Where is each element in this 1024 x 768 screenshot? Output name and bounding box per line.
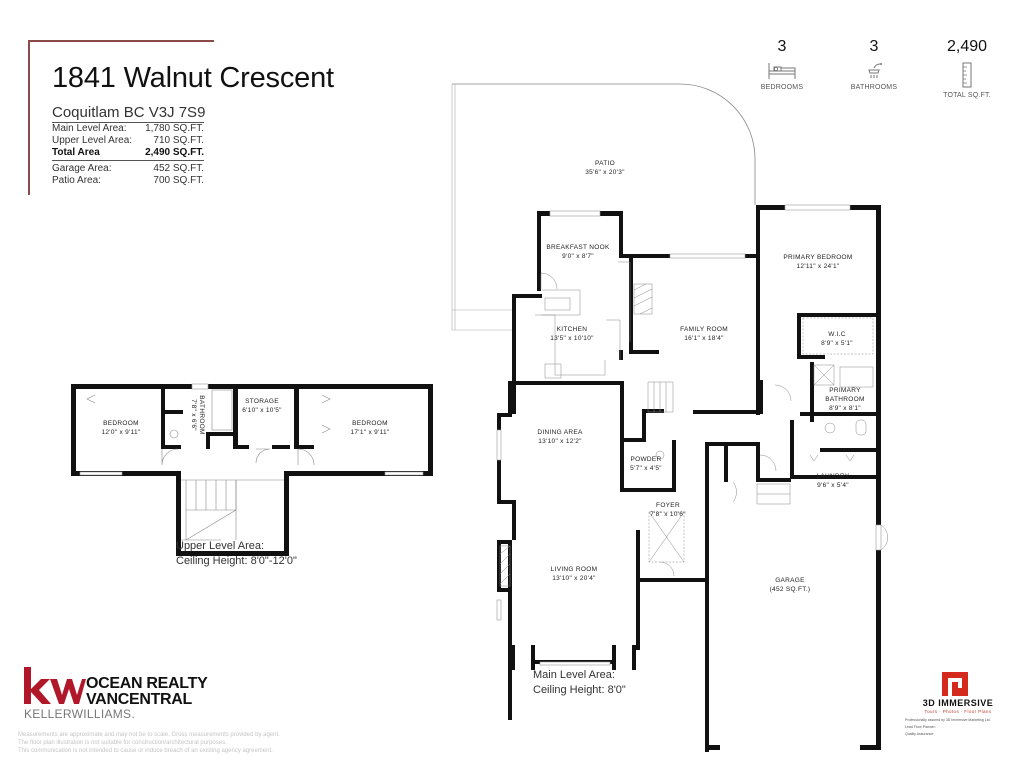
area-value: 710 SQ.FT.	[153, 135, 204, 146]
room-label-patio: PATIO	[595, 160, 615, 167]
immersive-quality-assurance: Quality Assurance:	[905, 732, 935, 736]
area-value: 700 SQ.FT.	[153, 175, 204, 186]
area-row-patio: Patio Area: 700 SQ.FT.	[52, 175, 204, 187]
property-address: 1841 Walnut Crescent	[52, 62, 334, 94]
room-size-wic: 8'9" x 5'1"	[821, 340, 853, 347]
stat-bathrooms: 3 BATHROOMS	[829, 38, 919, 91]
stat-total-sqft: 2,490 TOTAL SQ.FT.	[922, 38, 1012, 99]
immersive-credit-line: Professionally assured by 3D Immersive M…	[905, 718, 991, 722]
area-label: Main Level Area:	[52, 123, 127, 134]
area-value: 452 SQ.FT.	[153, 163, 204, 174]
room-label-primary-bedroom: PRIMARY BEDROOM	[783, 254, 852, 261]
room-size-dining-area: 13'10" x 12'2"	[538, 438, 582, 445]
main-level-plan: PATIO 35'6" x 20'3" BREAKFAST NOOK 9'0" …	[451, 83, 888, 752]
room-size-bathroom-upper: 7'8" x 6'6"	[190, 399, 197, 431]
room-size-living-room: 13'10" x 20'4"	[552, 575, 596, 582]
frame-accent-left	[28, 40, 30, 195]
area-value: 2,490 SQ.FT.	[145, 147, 204, 158]
room-size-primary-bathroom: 8'9" x 8'1"	[829, 405, 861, 412]
upper-level-caption-line2: Ceiling Height: 8'0"-12'0"	[176, 555, 297, 567]
room-label-foyer: FOYER	[656, 502, 680, 509]
disclaimer: Measurements are approximate and may not…	[18, 731, 280, 755]
room-size-patio: 35'6" x 20'3"	[585, 169, 625, 176]
area-label: Patio Area:	[52, 175, 101, 186]
disclaimer-line: The floor plan illustration is not suita…	[18, 740, 227, 746]
immersive-brand-name: 3D IMMERSIVE	[922, 698, 994, 708]
room-label-primary-bathroom: PRIMARY	[829, 387, 861, 394]
area-row-garage: Garage Area: 452 SQ.FT.	[52, 163, 204, 175]
room-size-bedroom-1: 12'0" x 9'11"	[101, 429, 140, 436]
frame-accent-top	[28, 40, 214, 42]
kw-brand-line1: OCEAN REALTY	[86, 675, 208, 692]
main-level-caption-line1: Main Level Area:	[533, 669, 615, 681]
main-level-caption: Main Level Area: Ceiling Height: 8'0"	[533, 668, 626, 698]
upper-level-plan: BEDROOM 12'0" x 9'11" STORAGE 6'10" x 10…	[71, 383, 433, 556]
room-size-foyer: 7'8" x 10'6"	[650, 511, 686, 518]
area-row-main: Main Level Area: 1,780 SQ.FT.	[52, 123, 204, 135]
stat-bedrooms: 3 BEDROOMS	[737, 38, 827, 91]
room-size-bedroom-2: 17'1" x 9'11"	[350, 429, 389, 436]
room-label-kitchen: KITCHEN	[557, 326, 588, 333]
city-line: Coquitlam BC V3J 7S9	[52, 104, 206, 123]
disclaimer-line: Measurements are approximate and may not…	[18, 732, 280, 738]
room-size-powder: 5'7" x 4'5"	[630, 465, 662, 472]
room-label-storage: STORAGE	[245, 398, 279, 405]
room-size-breakfast-nook: 9'0" x 8'7"	[562, 253, 594, 260]
immersive-logo-icon	[942, 672, 968, 696]
room-size-family-room: 16'1" x 18'4"	[684, 335, 724, 342]
ruler-icon	[962, 62, 972, 88]
upper-level-caption: Upper Level Area: Ceiling Height: 8'0"-1…	[176, 539, 297, 569]
area-row-upper: Upper Level Area: 710 SQ.FT.	[52, 135, 204, 147]
stat-value: 2,490	[946, 38, 988, 55]
immersive-lead-planner: Lead Floor Planner:	[905, 725, 936, 729]
kw-brand-line2: VANCENTRAL	[86, 691, 193, 708]
room-label-bedroom-2: BEDROOM	[352, 420, 388, 427]
room-label-family-room: FAMILY ROOM	[680, 326, 728, 333]
stat-label: TOTAL SQ.FT.	[943, 92, 991, 99]
room-label-dining-area: DINING AREA	[537, 429, 583, 436]
shower-icon	[868, 63, 882, 78]
stat-value: 3	[777, 38, 787, 55]
area-label: Total Area	[52, 147, 100, 158]
area-row-total: Total Area 2,490 SQ.FT.	[52, 147, 204, 161]
room-size-storage: 6'10" x 10'5"	[242, 407, 282, 414]
disclaimer-line: This communication is not intended to ca…	[18, 748, 273, 754]
kw-logo-icon	[24, 667, 86, 704]
room-label-powder: POWDER	[630, 456, 661, 463]
stat-label: BEDROOMS	[760, 84, 804, 91]
bed-icon	[768, 63, 796, 79]
room-label-breakfast-nook: BREAKFAST NOOK	[546, 244, 610, 251]
room-label-bathroom-upper: BATHROOM	[198, 395, 205, 434]
room-label-living-room: LIVING ROOM	[551, 566, 598, 573]
room-size-laundry: 9'6" x 5'4"	[817, 482, 849, 489]
room-label-laundry: LAUNDRY	[816, 473, 849, 480]
room-label-wic: W.I.C	[828, 331, 845, 338]
main-level-caption-line2: Ceiling Height: 8'0"	[533, 684, 626, 696]
room-label-garage: GARAGE	[775, 577, 805, 584]
area-label: Garage Area:	[52, 163, 112, 174]
room-size-primary-bedroom: 12'11" x 24'1"	[797, 263, 840, 270]
room-label-primary-bathroom-2: BATHROOM	[825, 396, 864, 403]
kw-keller-williams: KELLERWILLIAMS.	[24, 707, 135, 721]
area-summary: Main Level Area: 1,780 SQ.FT. Upper Level…	[52, 123, 204, 187]
immersive-credits: Professionally assured by 3D Immersive M…	[905, 717, 1015, 738]
room-size-kitchen: 13'5" x 10'10"	[550, 335, 594, 342]
stat-label: BATHROOMS	[850, 84, 898, 91]
room-size-garage: (452 SQ.FT.)	[770, 586, 811, 593]
immersive-tagline: Tours · Photos · Floor Plans	[924, 709, 992, 714]
stat-value: 3	[869, 38, 879, 55]
area-label: Upper Level Area:	[52, 135, 133, 146]
area-value: 1,780 SQ.FT.	[145, 123, 204, 134]
room-label-bedroom-1: BEDROOM	[103, 420, 139, 427]
upper-level-caption-line1: Upper Level Area:	[176, 540, 265, 552]
